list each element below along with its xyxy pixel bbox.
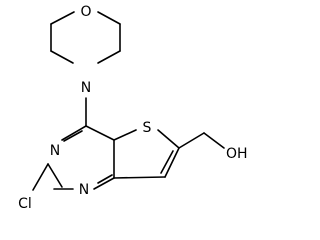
bond <box>47 163 63 188</box>
bond <box>50 11 75 25</box>
chlorine-label: Cl <box>18 196 32 212</box>
molecular-structure: O N S N N Cl OH <box>18 4 247 212</box>
morpholine-oxygen-label: O <box>80 4 91 20</box>
bond <box>157 129 180 149</box>
atom-labels: O N S N N Cl OH <box>18 4 247 212</box>
bond <box>97 50 121 64</box>
bond <box>160 150 174 174</box>
bond <box>164 147 180 178</box>
bond <box>63 130 83 142</box>
bond <box>113 176 166 179</box>
pyrimidine-nitrogen-1-label: N <box>79 182 89 198</box>
hydroxyl-label: OH <box>226 146 248 162</box>
bond <box>32 163 49 191</box>
bond <box>97 174 113 184</box>
bond <box>113 129 137 141</box>
bond <box>85 125 115 141</box>
thiophene-sulfur-label: S <box>143 120 152 136</box>
bond <box>178 132 205 149</box>
bond <box>93 177 115 190</box>
pyrimidine-nitrogen-3-label: N <box>50 143 60 159</box>
morpholine-nitrogen-label: N <box>81 80 91 96</box>
bond <box>50 50 74 64</box>
bond <box>97 11 121 25</box>
bond <box>203 132 225 149</box>
bond <box>61 125 87 141</box>
bonds <box>32 11 225 191</box>
